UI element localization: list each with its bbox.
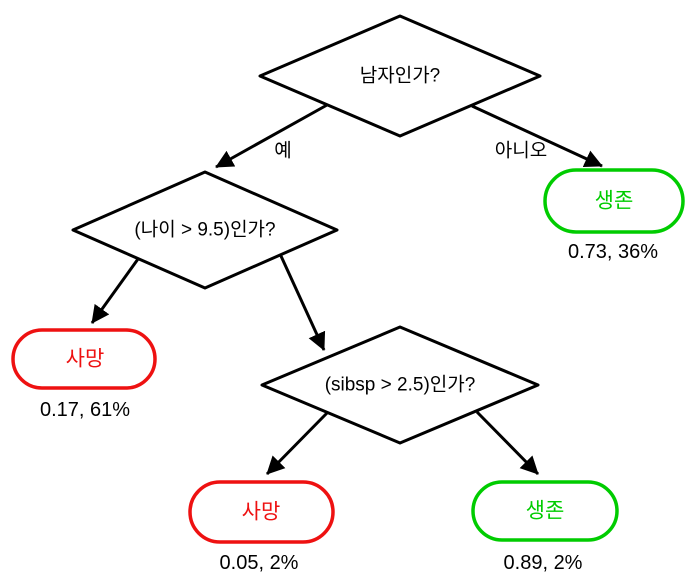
stat-label-survived-top: 0.73, 36%	[567, 241, 659, 263]
edge-age-to-sibsp	[279, 255, 326, 351]
decision-node-sibsp	[260, 325, 540, 445]
outcome-label-survived-bottom: 생존	[525, 499, 565, 523]
outcome-label-died-left: 사망	[65, 347, 105, 371]
decision-label-age: (나이 > 9.5)인가?	[134, 219, 276, 241]
decision-label-male: 남자인가?	[359, 65, 441, 87]
outcome-node-survived-bottom	[471, 480, 619, 542]
edge-root-to-age	[215, 103, 328, 169]
stat-label-died-left: 0.17, 61%	[39, 399, 131, 421]
edge-sibsp-to-died-bottom	[265, 411, 329, 476]
decision-node-male	[258, 14, 542, 138]
outcome-label-died-bottom: 사망	[241, 500, 281, 524]
stat-label-survived-bottom: 0.89, 2%	[503, 552, 583, 574]
decision-label-sibsp: (sibsp > 2.5)인가?	[324, 374, 476, 396]
edge-lines	[90, 103, 603, 476]
outcome-label-survived-top: 생존	[594, 189, 634, 213]
outcome-node-died-bottom	[188, 480, 335, 544]
decision-node-age	[71, 170, 339, 290]
edge-age-to-died-left	[90, 258, 140, 324]
branch-label-yes: 예	[274, 140, 292, 162]
branch-label-no: 아니오	[494, 140, 548, 162]
edge-sibsp-to-survived-bottom	[475, 410, 540, 476]
outcome-node-survived-top	[543, 168, 685, 234]
edge-root-to-survived-top	[471, 104, 603, 168]
stat-label-died-bottom: 0.05, 2%	[219, 552, 299, 574]
outcome-node-died-left	[11, 328, 157, 390]
